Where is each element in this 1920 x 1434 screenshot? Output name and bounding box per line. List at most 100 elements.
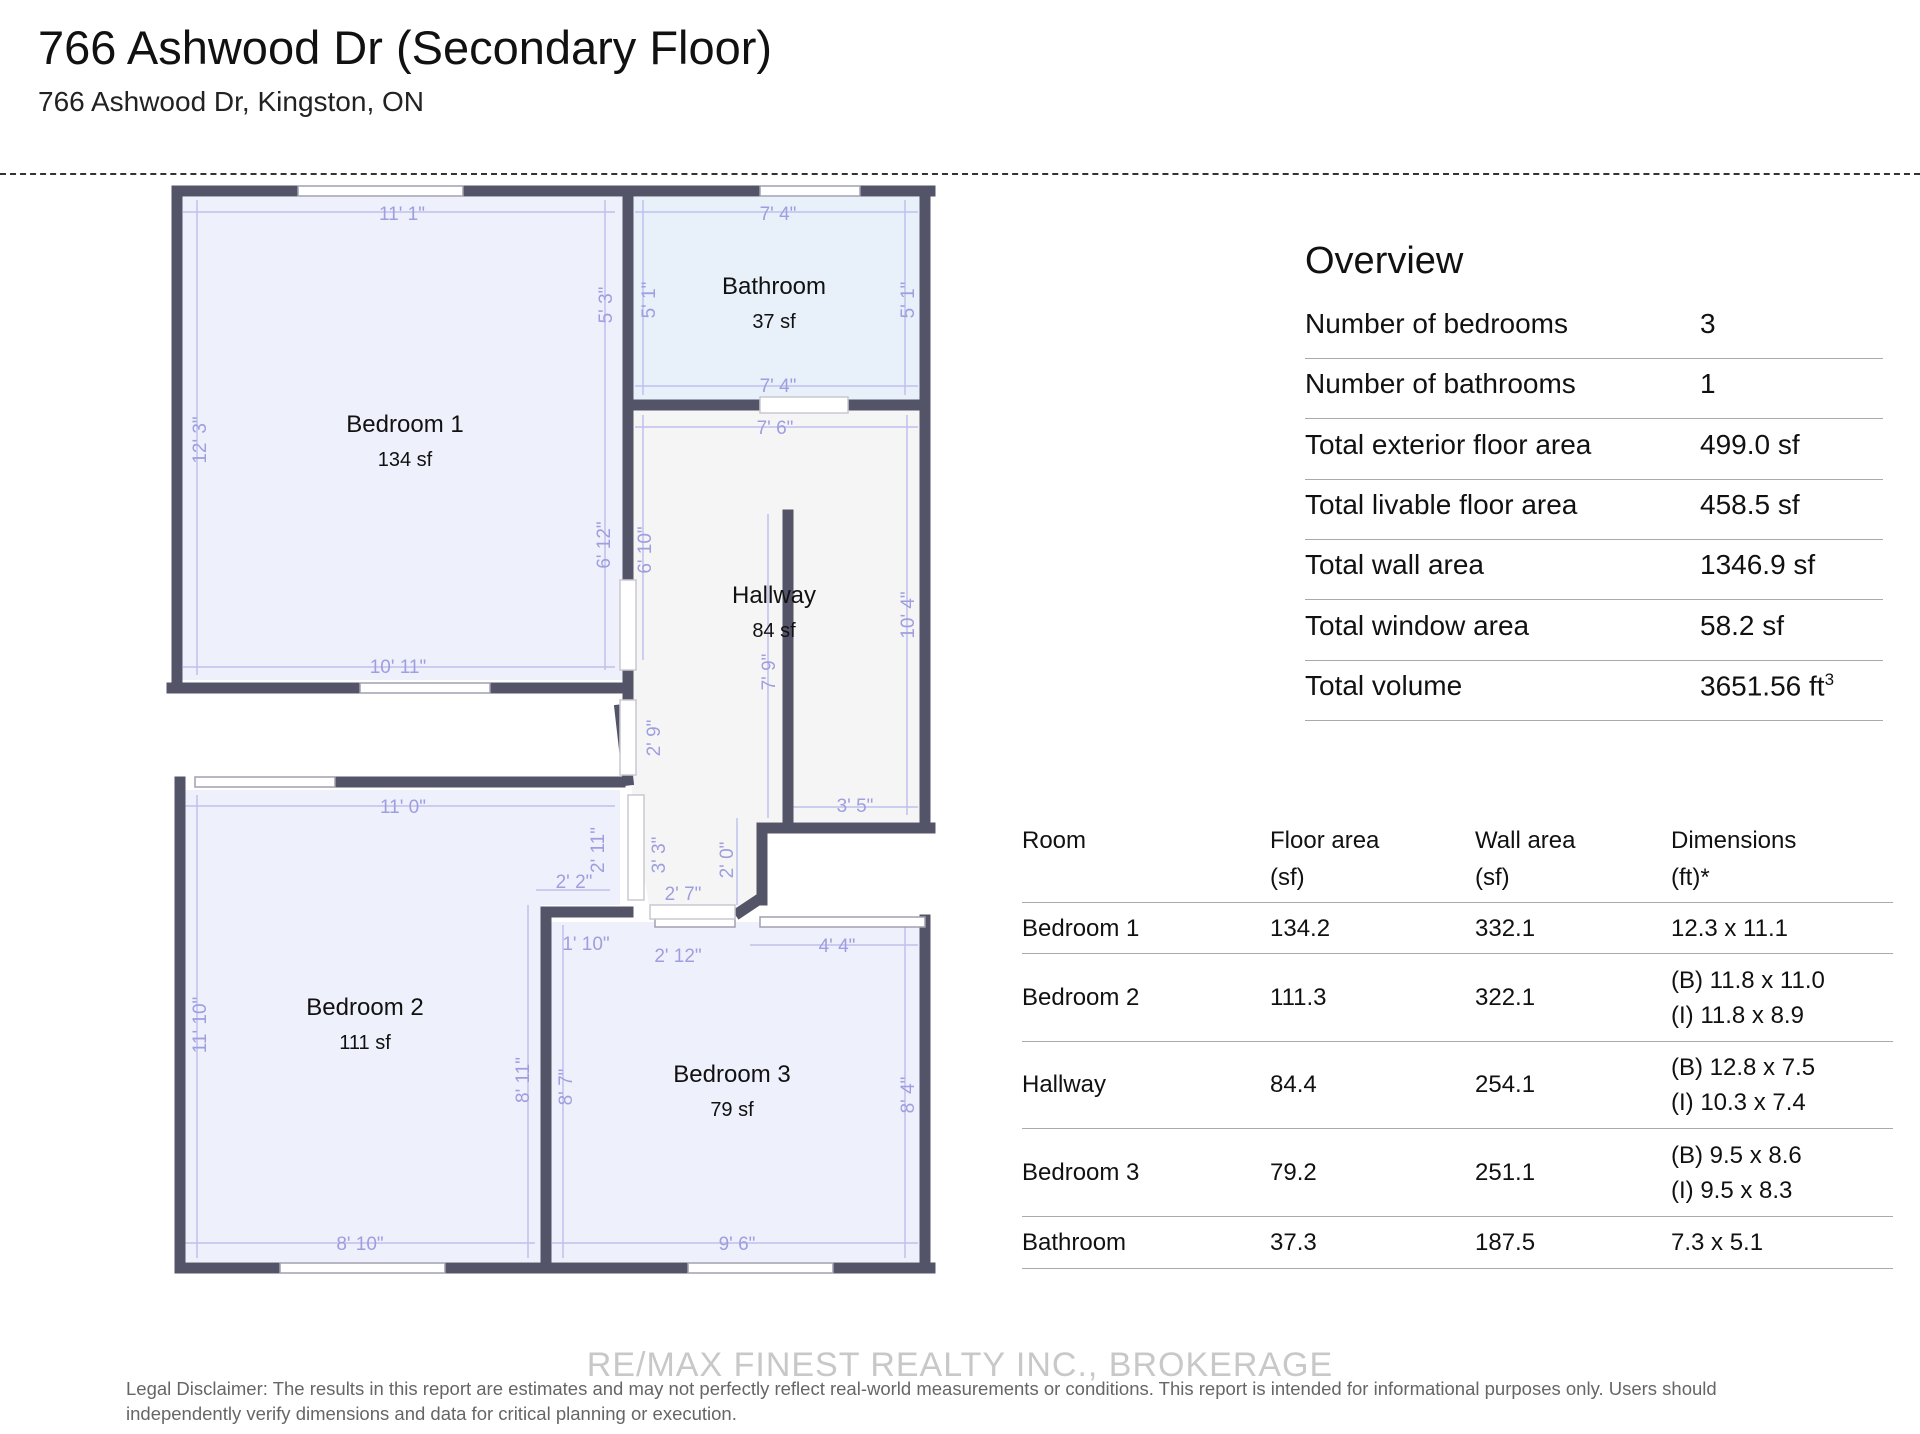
- overview-label: Total volume: [1305, 670, 1463, 701]
- dim-label: 3' 3": [649, 837, 670, 874]
- dim-label: 2' 2": [556, 872, 593, 893]
- room-area-hallway: 84 sf: [752, 620, 796, 642]
- table-cell-dimensions: (B) 9.5 x 8.6: [1671, 1142, 1802, 1169]
- overview-row: Total livable floor area 458.5 sf: [1305, 479, 1883, 540]
- room-label-bedroom-3: Bedroom 3: [673, 1061, 790, 1088]
- table-rule: [1022, 1128, 1893, 1129]
- table-cell-wall-area: 332.1: [1475, 915, 1536, 942]
- overview-label: Total exterior floor area: [1305, 429, 1592, 460]
- table-cell-dimensions: (I) 10.3 x 7.4: [1671, 1089, 1806, 1116]
- col-header-dimensions: Dimensions(ft)*: [1671, 827, 1797, 891]
- dim-label: 6' 10": [635, 526, 656, 573]
- room-label-bathroom: Bathroom: [722, 273, 826, 300]
- dim-label: 7' 4": [760, 376, 797, 397]
- table-cell-floor-area: 37.3: [1270, 1229, 1317, 1256]
- room-area-bathroom: 37 sf: [752, 311, 796, 333]
- dim-label: 10' 4": [898, 591, 919, 638]
- table-rule: [1022, 1041, 1893, 1042]
- overview-row: Total volume 3651.56 ft3: [1305, 660, 1883, 721]
- overview-row: Total exterior floor area 499.0 sf: [1305, 419, 1883, 480]
- legal-disclaimer: Legal Disclaimer: The results in this re…: [126, 1378, 1717, 1424]
- dim-label: 2' 0": [717, 842, 738, 879]
- col-header-floor-area: Floor area(sf): [1270, 827, 1380, 891]
- bedroom-2-floor: [185, 790, 620, 1262]
- overview-label: Total wall area: [1305, 549, 1484, 580]
- table-rule: [1022, 902, 1893, 903]
- table-cell-room: Bathroom: [1022, 1229, 1127, 1256]
- room-label-bedroom-1: Bedroom 1: [346, 411, 463, 438]
- room-area-bedroom-2: 111 sf: [339, 1032, 391, 1054]
- bedroom-1-floor: [182, 197, 623, 680]
- room-area-bedroom-1: 134 sf: [378, 449, 433, 471]
- overview-label: Total livable floor area: [1305, 489, 1578, 520]
- table-cell-floor-area: 79.2: [1270, 1159, 1317, 1186]
- dim-label: 5' 3": [596, 287, 617, 324]
- table-cell-floor-area: 134.2: [1270, 915, 1331, 942]
- overview-value: 499.0 sf: [1700, 429, 1800, 460]
- dim-label: 7' 6": [757, 418, 794, 439]
- unit-superscript: 3: [1824, 670, 1835, 689]
- dim-label: 4' 4": [819, 936, 856, 957]
- dim-label: 1' 10": [562, 934, 609, 955]
- room-label-hallway: Hallway: [732, 582, 816, 609]
- dim-label: 5' 1": [898, 282, 919, 319]
- overview-value: 3: [1700, 308, 1716, 339]
- address-subtitle: 766 Ashwood Dr, Kingston, ON: [38, 86, 424, 117]
- col-header-wall-area: Wall area(sf): [1475, 827, 1576, 891]
- dimension-labels: 11' 1" 5' 3" 12' 3" 6' 12" 10' 11" 7' 4"…: [190, 204, 919, 1255]
- dim-label: 5' 1": [639, 282, 660, 319]
- table-cell-room: Hallway: [1022, 1071, 1107, 1098]
- room-label-bedroom-2: Bedroom 2: [306, 994, 423, 1021]
- door-openings: [619, 396, 849, 920]
- overview-row: Number of bedrooms 3: [1305, 298, 1883, 359]
- bedroom-3-floor: [550, 922, 920, 1262]
- hallway-floor: [632, 410, 920, 912]
- overview-value: 1346.9 sf: [1700, 549, 1816, 580]
- dim-label: 8' 11": [513, 1057, 534, 1103]
- bathroom-floor: [632, 197, 920, 400]
- overview-value: 3651.56 ft3: [1700, 670, 1834, 702]
- overview-label: Total window area: [1305, 610, 1530, 641]
- overview-row: Number of bathrooms 1: [1305, 358, 1883, 419]
- table-cell-wall-area: 322.1: [1475, 984, 1536, 1011]
- page-title: 766 Ashwood Dr (Secondary Floor): [38, 21, 773, 74]
- table-cell-wall-area: 187.5: [1475, 1229, 1536, 1256]
- dim-label: 8' 7": [556, 1069, 577, 1106]
- dim-label: 8' 4": [898, 1077, 919, 1114]
- header-divider: [0, 173, 1920, 175]
- table-cell-room: Bedroom 1: [1022, 915, 1140, 942]
- table-cell-wall-area: 251.1: [1475, 1159, 1536, 1186]
- brokerage-watermark: RE/MAX FINEST REALTY INC., BROKERAGE: [586, 1346, 1334, 1384]
- dim-label: 12' 3": [190, 416, 211, 463]
- table-cell-wall-area: 254.1: [1475, 1071, 1536, 1098]
- col-header-room: Room: [1022, 827, 1087, 854]
- table-cell-dimensions: 7.3 x 5.1: [1671, 1229, 1764, 1256]
- dimension-guides: [183, 200, 918, 1258]
- table-cell-dimensions: (I) 11.8 x 8.9: [1671, 1002, 1804, 1029]
- dim-label: 11' 10": [190, 997, 211, 1054]
- table-rule: [1022, 1268, 1893, 1269]
- dim-label: 2' 9": [644, 720, 665, 757]
- total-volume-value: 3651.56 ft: [1700, 670, 1825, 702]
- windows: [194, 185, 926, 1274]
- dim-label: 3' 5": [837, 796, 874, 817]
- table-rule: [1022, 1216, 1893, 1217]
- dim-label: 2' 12": [654, 946, 701, 967]
- dim-label: 7' 4": [760, 204, 797, 225]
- dim-label: 7' 9": [759, 654, 780, 691]
- table-rule: [1022, 953, 1893, 954]
- dim-label: 10' 11": [370, 657, 427, 678]
- table-cell-dimensions: (B) 11.8 x 11.0: [1671, 967, 1825, 994]
- table-cell-dimensions: (B) 12.8 x 7.5: [1671, 1054, 1816, 1081]
- overview-label: Number of bedrooms: [1305, 308, 1569, 339]
- overview-title: Overview: [1305, 240, 1464, 282]
- table-cell-room: Bedroom 3: [1022, 1159, 1140, 1186]
- table-cell-dimensions: (I) 9.5 x 8.3: [1671, 1177, 1793, 1204]
- table-cell-floor-area: 84.4: [1270, 1071, 1317, 1098]
- dim-label: 6' 12": [594, 521, 615, 568]
- table-cell-room: Bedroom 2: [1022, 984, 1140, 1011]
- overview-row: Total wall area 1346.9 sf: [1305, 539, 1883, 600]
- overview-value: 458.5 sf: [1700, 489, 1800, 520]
- dim-label: 11' 1": [379, 204, 425, 225]
